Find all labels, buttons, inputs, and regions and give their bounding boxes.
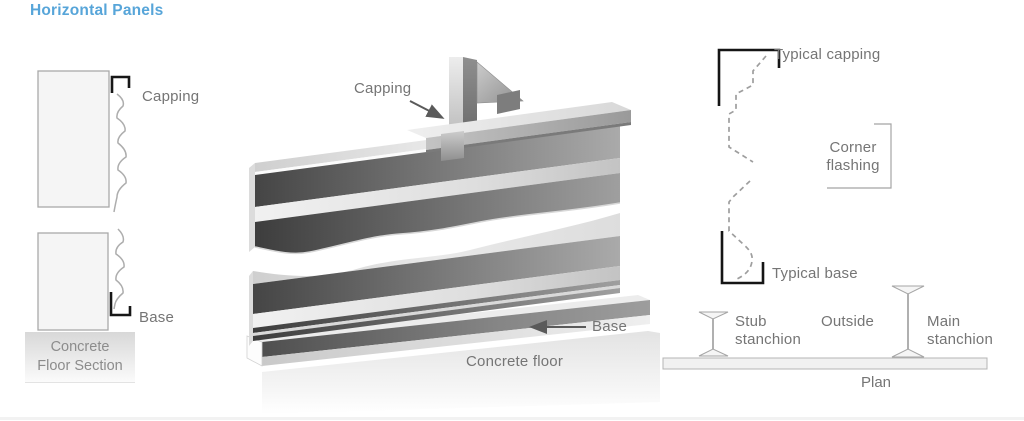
floor-section-diagram: [37, 70, 132, 331]
capping-shadow-line: [426, 122, 631, 153]
post-left-face: [449, 57, 463, 134]
left-capping-label: Capping: [142, 88, 200, 105]
corner-flashing-diagram: [717, 48, 892, 285]
mid-capping-label: Capping: [354, 80, 412, 97]
base-top-face: [250, 295, 650, 342]
post-fin: [497, 90, 520, 114]
stub-stanchion-label: Stub stanchion: [735, 313, 801, 349]
plan-wall-bar: [662, 357, 988, 370]
corner-flashing-label: Corner flashing: [818, 139, 888, 175]
floor-section-caption: Concrete Floor Section: [25, 332, 135, 383]
plan-view-diagram: [662, 285, 988, 370]
page-edge-line: [0, 417, 1024, 420]
panel-section-upper: [37, 70, 110, 208]
upper-slab-left-edge: [249, 163, 255, 252]
outside-label: Outside: [821, 313, 875, 330]
typical-base-bracket: [720, 231, 765, 285]
upper-slab-light-band: [255, 158, 620, 222]
post-right-face: [463, 57, 477, 129]
stub-stanchion-top-flange: [698, 311, 729, 320]
typical-base-label: Typical base: [772, 265, 858, 282]
concrete-floor-surface: [262, 331, 660, 414]
upper-slab-break-band: [255, 173, 620, 254]
flashing-profile-dashed: [728, 55, 767, 280]
lower-slab-thin-band-2: [253, 288, 620, 341]
lower-slab-light-band: [253, 266, 620, 328]
main-stanchion-line1: Main: [927, 313, 961, 330]
panel-profile-lower: [113, 228, 125, 310]
panel-section-lower: [37, 232, 109, 331]
upper-slab-dark-band: [255, 126, 620, 207]
panel-profile-upper: [113, 93, 127, 213]
capping-arrow-icon: [409, 100, 445, 119]
lower-slab-dark-band: [253, 236, 620, 314]
base-bracket: [109, 292, 132, 317]
page-title: Horizontal Panels: [30, 2, 164, 19]
floor-caption-line1: Concrete: [50, 339, 110, 355]
corner-flashing-line1: Corner: [829, 139, 877, 156]
capping-front-face: [426, 110, 631, 150]
main-stanchion-label: Main stanchion: [927, 313, 993, 349]
lower-slab-thin-band-1: [253, 280, 620, 333]
capping-top-face: [407, 102, 631, 138]
panels-3d-illustration: [246, 57, 660, 414]
typical-capping-label: Typical capping: [774, 46, 881, 63]
typical-capping-bracket: [717, 48, 781, 106]
break-edge-lip: [254, 202, 621, 255]
mid-base-label: Base: [592, 318, 627, 335]
stub-stanchion-bottom-flange: [698, 348, 729, 357]
stub-stanchion-line1: Stub: [735, 313, 767, 330]
plan-label: Plan: [860, 374, 892, 391]
left-base-label: Base: [139, 309, 174, 326]
main-stanchion-top-flange: [891, 285, 925, 295]
base-front-face: [262, 300, 650, 357]
corner-flashing-line2: flashing: [826, 157, 880, 174]
stub-stanchion-line2: stanchion: [735, 331, 802, 348]
corner-flashing-bracket: [827, 123, 892, 189]
lower-slab-top-face: [253, 213, 620, 284]
capping-left-return: [441, 131, 464, 161]
capping-bracket: [110, 75, 131, 93]
floor-caption-line2: Floor Section: [37, 358, 123, 374]
main-stanchion-bottom-flange: [891, 348, 925, 358]
main-stanchion-line2: stanchion: [927, 331, 994, 348]
concrete-floor-label: Concrete floor: [466, 353, 564, 370]
lower-slab-thin-light: [253, 285, 620, 336]
lower-slab-left-edge: [249, 271, 253, 346]
